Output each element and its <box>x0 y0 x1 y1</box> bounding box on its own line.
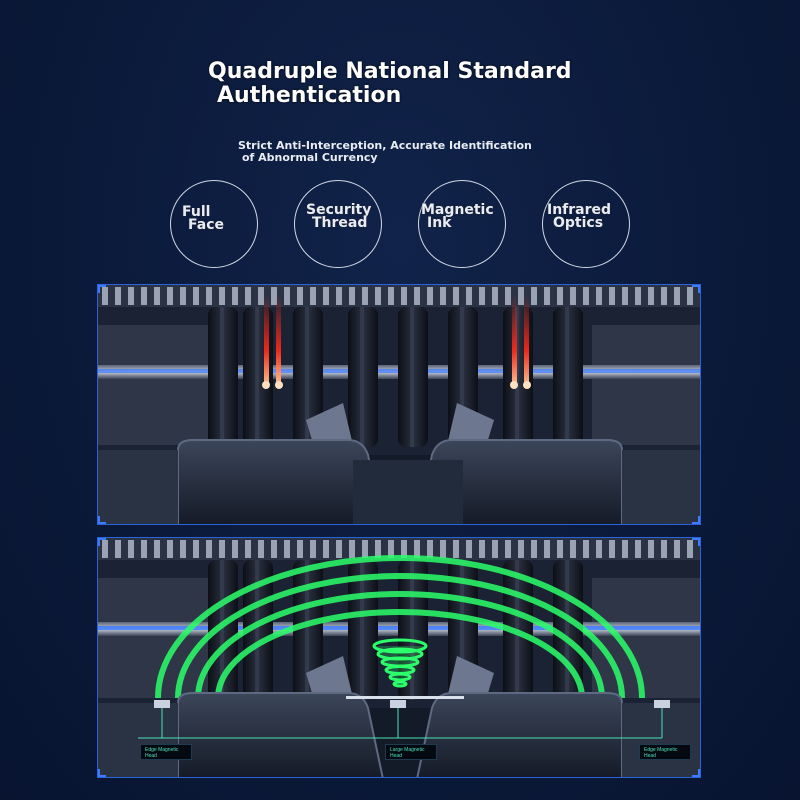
feature-full-face: Full Face <box>170 180 258 268</box>
feature-infrared-optics: Infrared Optics <box>542 180 630 268</box>
frame-corner <box>98 538 106 546</box>
security-thread-icon: Security Thread <box>306 202 372 231</box>
feature-word-1: Security <box>306 202 372 218</box>
feature-word-2: Optics <box>553 215 604 231</box>
feature-word-1: Full <box>182 204 211 220</box>
feature-word-2: Thread <box>312 215 368 231</box>
infrared-scan-illustration <box>97 284 701 525</box>
title-line-1: Quadruple National Standard <box>208 59 572 84</box>
magnetic-scan-illustration: Edge Magnetic Head Large Magnetic Head E… <box>97 537 701 778</box>
subtitle-line-1: Strict Anti-Interception, Accurate Ident… <box>238 139 532 152</box>
feature-word-1: Infrared <box>547 202 612 218</box>
page-title: Quadruple National Standard Authenticati… <box>208 60 572 108</box>
feature-word-2: Face <box>188 217 224 233</box>
feature-security-thread: Security Thread <box>294 180 382 268</box>
feature-magnetic-ink: Magnetic Ink <box>418 180 506 268</box>
frame-corner <box>98 285 106 293</box>
large-magnetic-head-label: Large Magnetic Head <box>385 744 437 760</box>
frame-corner <box>692 285 700 293</box>
feature-word-2: Ink <box>427 215 452 231</box>
frame-corner <box>692 516 700 524</box>
infrared-optics-icon: Infrared Optics <box>547 202 612 231</box>
subtitle-line-2: of Abnormal Currency <box>242 151 378 164</box>
full-face-icon: Full Face <box>182 204 224 233</box>
title-line-2: Authentication <box>217 83 402 108</box>
magnetic-ink-icon: Magnetic Ink <box>421 202 494 231</box>
frame-corner <box>692 538 700 546</box>
frame-corner <box>98 516 106 524</box>
page-subtitle: Strict Anti-Interception, Accurate Ident… <box>238 140 532 164</box>
frame-corner <box>98 769 106 777</box>
feature-word-1: Magnetic <box>421 202 494 218</box>
edge-magnetic-head-left-label: Edge Magnetic Head <box>140 744 192 760</box>
edge-magnetic-head-right-label: Edge Magnetic Head <box>639 744 691 760</box>
frame-corner <box>692 769 700 777</box>
